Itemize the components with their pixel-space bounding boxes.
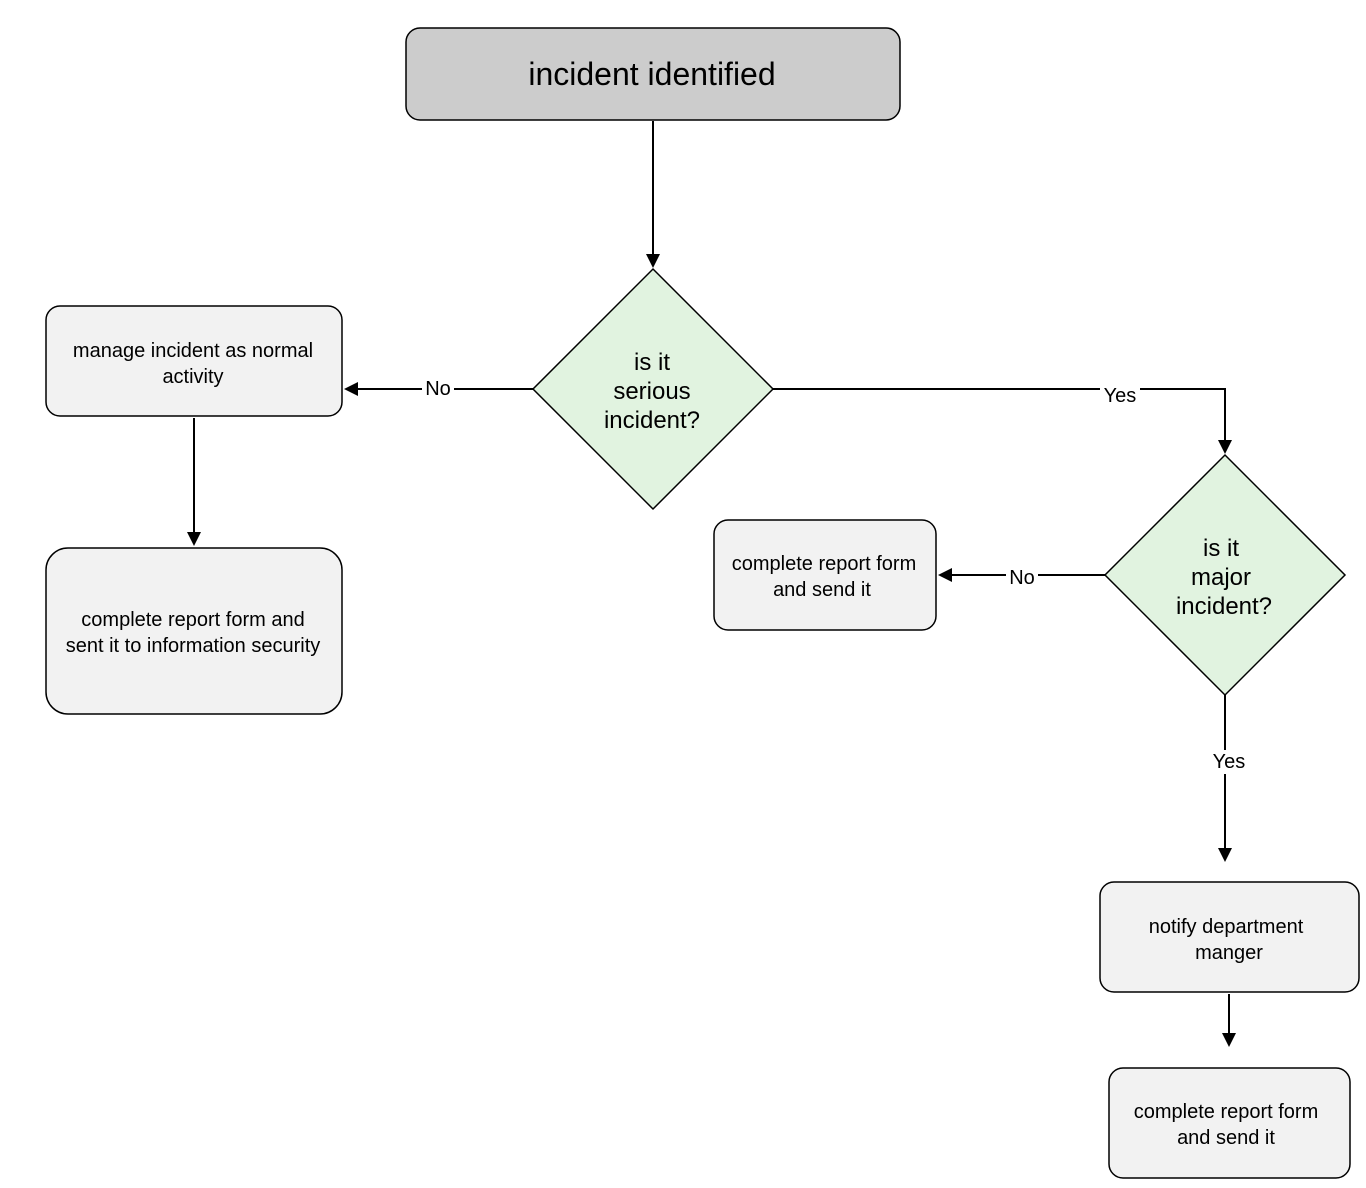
node-major-line-1: is it bbox=[1203, 535, 1239, 562]
edge-label-serious-no: No bbox=[425, 378, 451, 400]
node-report-minor-line-1: complete report form bbox=[732, 553, 917, 575]
edge-labels: No Yes No Yes bbox=[422, 377, 1250, 774]
node-notify-department-manager: notify department manger bbox=[1099, 881, 1360, 993]
node-notify-line-1: notify department bbox=[1149, 916, 1304, 938]
node-serious-line-2: serious bbox=[613, 378, 690, 405]
node-shape-report-infosec bbox=[45, 547, 343, 715]
node-report-infosec-line-1: complete report form and bbox=[81, 609, 304, 631]
edge-label-major-yes: Yes bbox=[1213, 751, 1246, 773]
arrowhead-notify-top bbox=[1218, 848, 1232, 862]
node-serious-line-3: incident? bbox=[604, 407, 700, 434]
node-shape-manage bbox=[45, 305, 343, 417]
arrowhead-major-top bbox=[1218, 440, 1232, 454]
connector-serious-to-major bbox=[773, 388, 1226, 442]
node-shape-notify bbox=[1099, 881, 1360, 993]
node-shape-major bbox=[1103, 453, 1347, 697]
connectors bbox=[187, 121, 1236, 1047]
node-shape-report-minor bbox=[713, 519, 937, 631]
node-notify-line-2: manger bbox=[1195, 942, 1263, 964]
node-incident-identified: incident identified bbox=[405, 27, 901, 121]
node-start-line-1: incident identified bbox=[528, 56, 775, 92]
node-report-send-major: complete report form and send it bbox=[1108, 1067, 1351, 1179]
edge-label-major-no: No bbox=[1009, 567, 1035, 589]
node-shape-report-major bbox=[1108, 1067, 1351, 1179]
edge-label-serious-yes: Yes bbox=[1104, 385, 1137, 407]
node-serious-line-1: is it bbox=[634, 349, 670, 376]
node-report-information-security: complete report form and sent it to info… bbox=[45, 547, 343, 715]
node-report-minor-line-2: and send it bbox=[773, 579, 871, 601]
node-major-incident-decision: is it major incident? bbox=[1103, 453, 1347, 697]
node-serious-incident-decision: is it serious incident? bbox=[531, 267, 775, 511]
node-manage-line-1: manage incident as normal bbox=[73, 340, 313, 362]
node-major-line-3: incident? bbox=[1176, 593, 1272, 620]
node-report-infosec-line-2: sent it to information security bbox=[66, 635, 321, 657]
nodes: incident identified is it serious incide… bbox=[45, 27, 1360, 1179]
arrowhead-report-major-top bbox=[1222, 1033, 1236, 1047]
arrowhead-manage-right bbox=[344, 382, 358, 396]
arrowhead-serious-top bbox=[646, 254, 660, 268]
node-report-major-line-2: and send it bbox=[1177, 1127, 1275, 1149]
node-report-major-line-1: complete report form bbox=[1134, 1101, 1319, 1123]
node-report-send-minor: complete report form and send it bbox=[713, 519, 937, 631]
node-manage-line-2: activity bbox=[162, 366, 223, 388]
node-manage-incident: manage incident as normal activity bbox=[45, 305, 343, 417]
arrowhead-report-minor-right bbox=[938, 568, 952, 582]
node-shape-serious bbox=[531, 267, 775, 511]
node-major-line-2: major bbox=[1191, 564, 1251, 591]
arrowhead-report-infosec-top bbox=[187, 532, 201, 546]
node-shape-start bbox=[405, 27, 901, 121]
